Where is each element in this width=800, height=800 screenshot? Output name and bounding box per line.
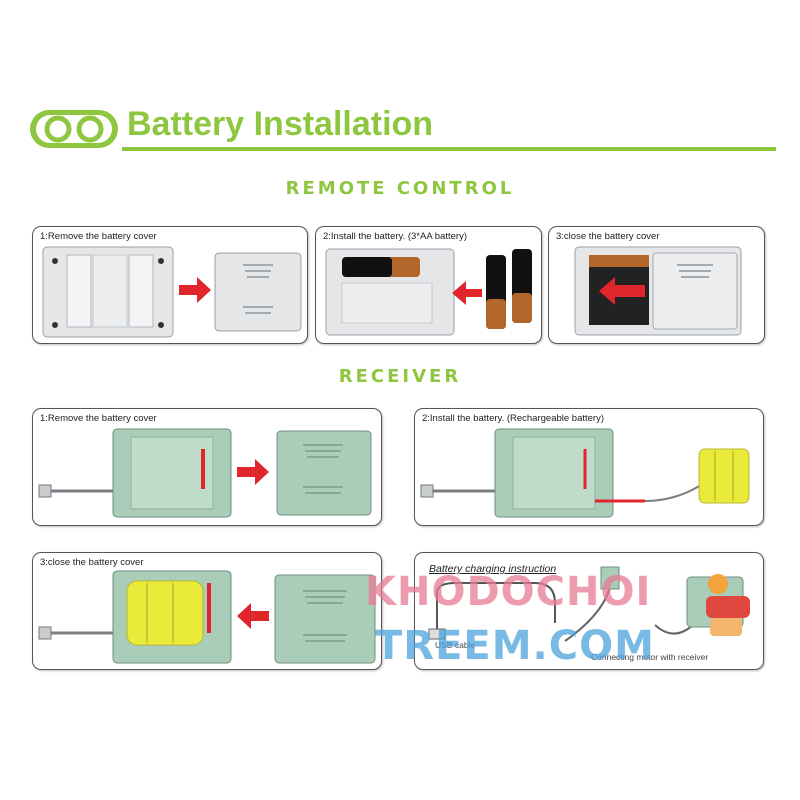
receiver-close-cover-illustration <box>38 570 376 664</box>
receiver-step-2-panel: 2:Install the battery. (Rechargeable bat… <box>414 408 764 526</box>
arrow-left-icon <box>452 281 482 305</box>
watermark-line-2: TREEM.COM <box>375 623 655 669</box>
receiver-step-1-panel: 1:Remove the battery cover <box>32 408 382 526</box>
remote-open-case-illustration <box>42 246 302 338</box>
arrow-left-icon <box>599 277 645 305</box>
remote-close-cover-illustration <box>574 246 742 336</box>
step-caption: 2:Install the battery. (3*AA battery) <box>323 231 467 242</box>
section-heading-remote-control: REMOTE CONTROL <box>285 178 515 199</box>
double-ring-logo-icon <box>30 110 118 148</box>
receiver-step-3-panel: 3:close the battery cover <box>32 552 382 670</box>
remote-install-aa-illustration <box>325 248 532 336</box>
page-title: Battery Installation <box>127 105 434 143</box>
arrow-right-icon <box>179 277 211 303</box>
step-caption: 1:Remove the battery cover <box>40 231 157 242</box>
receiver-install-rechargeable-illustration <box>420 428 750 518</box>
step-caption: 3:close the battery cover <box>40 557 144 568</box>
remote-step-2-panel: 2:Install the battery. (3*AA battery) <box>315 226 542 344</box>
watermark-line-1: KHODOCHOI <box>365 569 652 615</box>
step-caption: 2:Install the battery. (Rechargeable bat… <box>422 413 605 424</box>
step-caption: 1:Remove the battery cover <box>40 413 157 424</box>
watermark-mascot-icon <box>706 574 750 636</box>
motor-connection-label: Connecting motor with receiver <box>591 652 709 662</box>
charging-title: Battery charging instruction <box>429 563 557 575</box>
remote-step-3-panel: 3:close the battery cover <box>548 226 765 344</box>
receiver-open-case-illustration <box>38 428 372 518</box>
usb-cable-label: USB cable <box>435 640 476 650</box>
charging-instruction-panel: Battery charging instruction USB cable C… <box>414 552 764 670</box>
remote-step-1-panel: 1:Remove the battery cover <box>32 226 308 344</box>
section-heading-receiver: RECEIVER <box>338 366 462 387</box>
title-underline <box>122 147 776 151</box>
step-caption: 3:close the battery cover <box>556 231 660 242</box>
arrow-right-icon <box>237 459 269 485</box>
arrow-left-icon <box>237 603 269 629</box>
